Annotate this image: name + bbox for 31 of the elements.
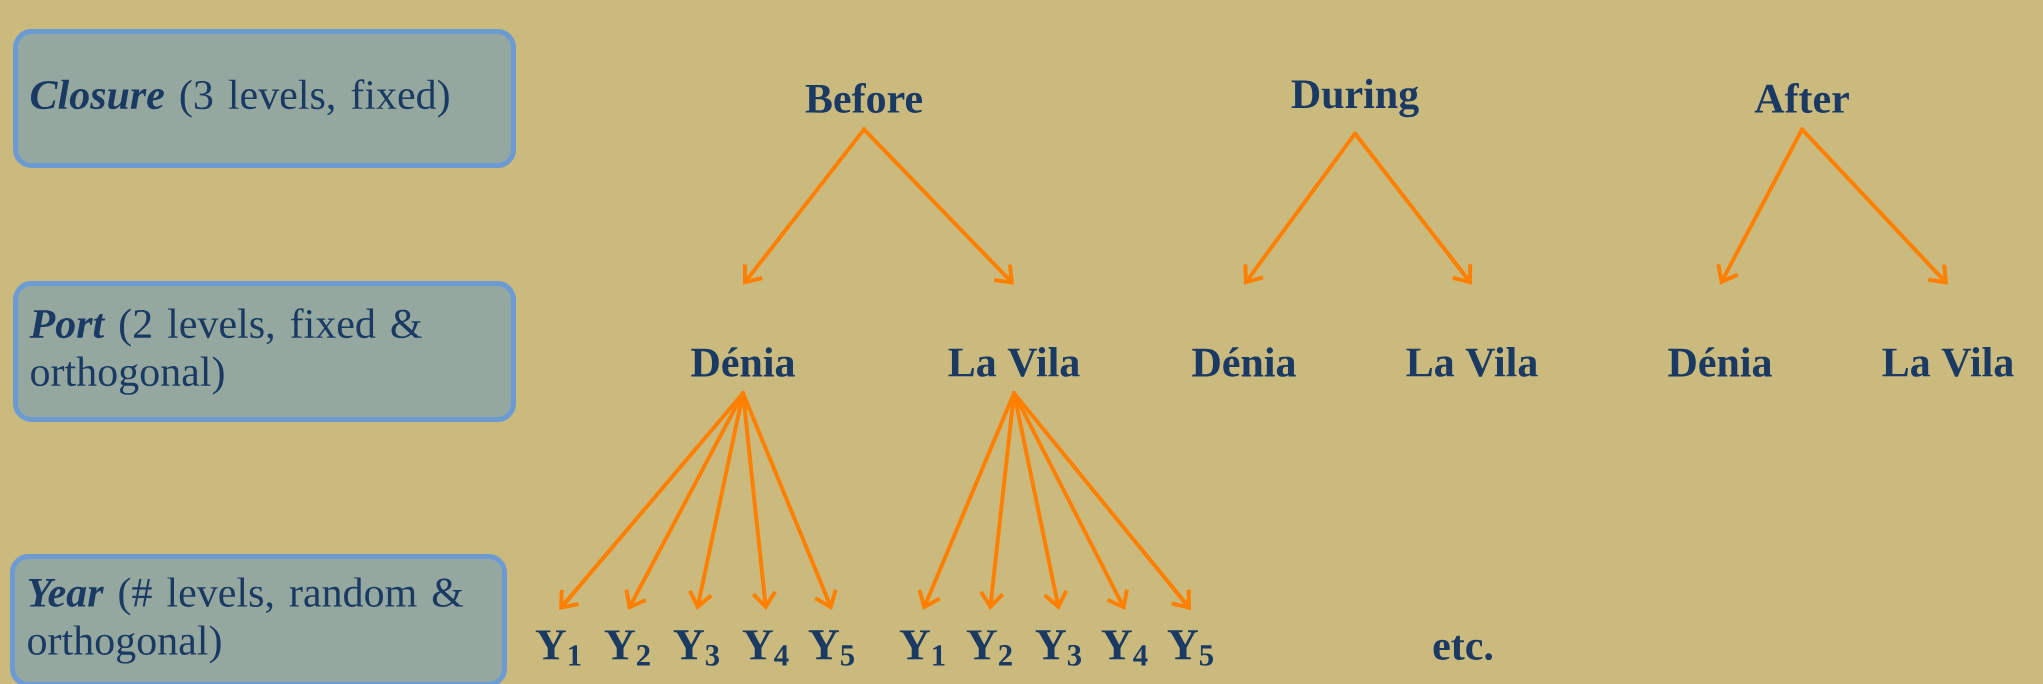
year-label: Y$_{3}$ (1035, 630, 1082, 666)
year-label: Y$_{2}$ (604, 630, 650, 666)
arrow (1800, 127, 1948, 285)
year-label: Y$_{5}$ (808, 630, 854, 666)
arrow (741, 391, 838, 610)
level-label: During (1291, 78, 1419, 118)
arrow (1243, 131, 1357, 285)
year-label: Y$_{1}$ (535, 630, 581, 666)
level-label: Dénia (1668, 347, 1772, 377)
year-label: Y$_{4}$ (742, 630, 789, 666)
arrow (1353, 131, 1473, 285)
arrow (1012, 391, 1191, 610)
year-label: Y$_{3}$ (673, 630, 720, 666)
factor-box: Year (# levels, random & orthogonal) (10, 554, 507, 684)
level-label: Dénia (691, 347, 795, 377)
level-label: Dénia (1192, 347, 1296, 377)
arrow (742, 127, 866, 285)
year-label: Y$_{2}$ (966, 630, 1012, 666)
year-label: Y$_{5}$ (1167, 630, 1213, 666)
factor-box: Port (2 levels, fixed & orthogonal) (13, 281, 516, 422)
level-label: La Vila (1406, 347, 1538, 377)
level-label: La Vila (1882, 347, 2014, 377)
arrow (862, 127, 1014, 285)
factor-box: Closure (3 levels, fixed) (13, 29, 516, 168)
level-label: After (1754, 83, 1849, 113)
level-label: La Vila (948, 347, 1080, 377)
year-label: Y$_{1}$ (899, 630, 945, 666)
year-label: Y$_{4}$ (1101, 630, 1148, 666)
arrow (1716, 127, 1804, 285)
level-label: Before (805, 83, 923, 113)
note-text: etc. (1433, 635, 1493, 661)
